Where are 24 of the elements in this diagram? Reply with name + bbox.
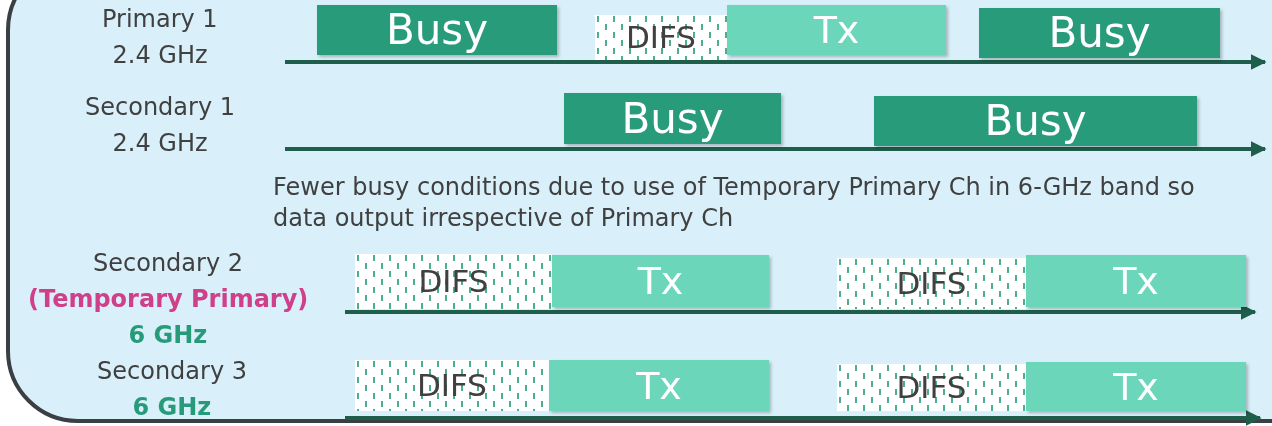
busy-block: Busy (317, 5, 557, 55)
busy-block: Busy (979, 8, 1220, 58)
channel-name: Secondary 2 (93, 250, 243, 278)
channel-name: Secondary 1 (85, 94, 235, 122)
channel-name: Secondary 3 (97, 358, 247, 386)
band-label: 6 GHz (128, 322, 208, 350)
busy-block: Busy (564, 93, 781, 144)
band-label: 2.4 GHz (112, 42, 208, 70)
difs-interval: DIFS (837, 258, 1026, 309)
difs-interval: DIFS (355, 254, 552, 309)
tx-block: Tx (727, 5, 946, 55)
busy-block: Busy (874, 96, 1197, 146)
tx-block: Tx (1026, 362, 1246, 411)
tx-block: Tx (549, 360, 769, 411)
band-label: 2.4 GHz (112, 130, 208, 158)
tx-block: Tx (552, 255, 769, 307)
band-label: 6 GHz (132, 394, 212, 422)
note-text: Fewer busy conditions due to use of Temporary Primary Ch in 6-GHz band so data output irrespective of Primary Ch (273, 172, 1196, 235)
difs-interval: DIFS (355, 360, 549, 411)
difs-interval: DIFS (595, 15, 727, 60)
difs-interval: DIFS (837, 364, 1026, 411)
temporary-primary-label: (Temporary Primary) (28, 286, 309, 314)
tx-block: Tx (1026, 255, 1246, 307)
channel-name: Primary 1 (102, 6, 218, 34)
